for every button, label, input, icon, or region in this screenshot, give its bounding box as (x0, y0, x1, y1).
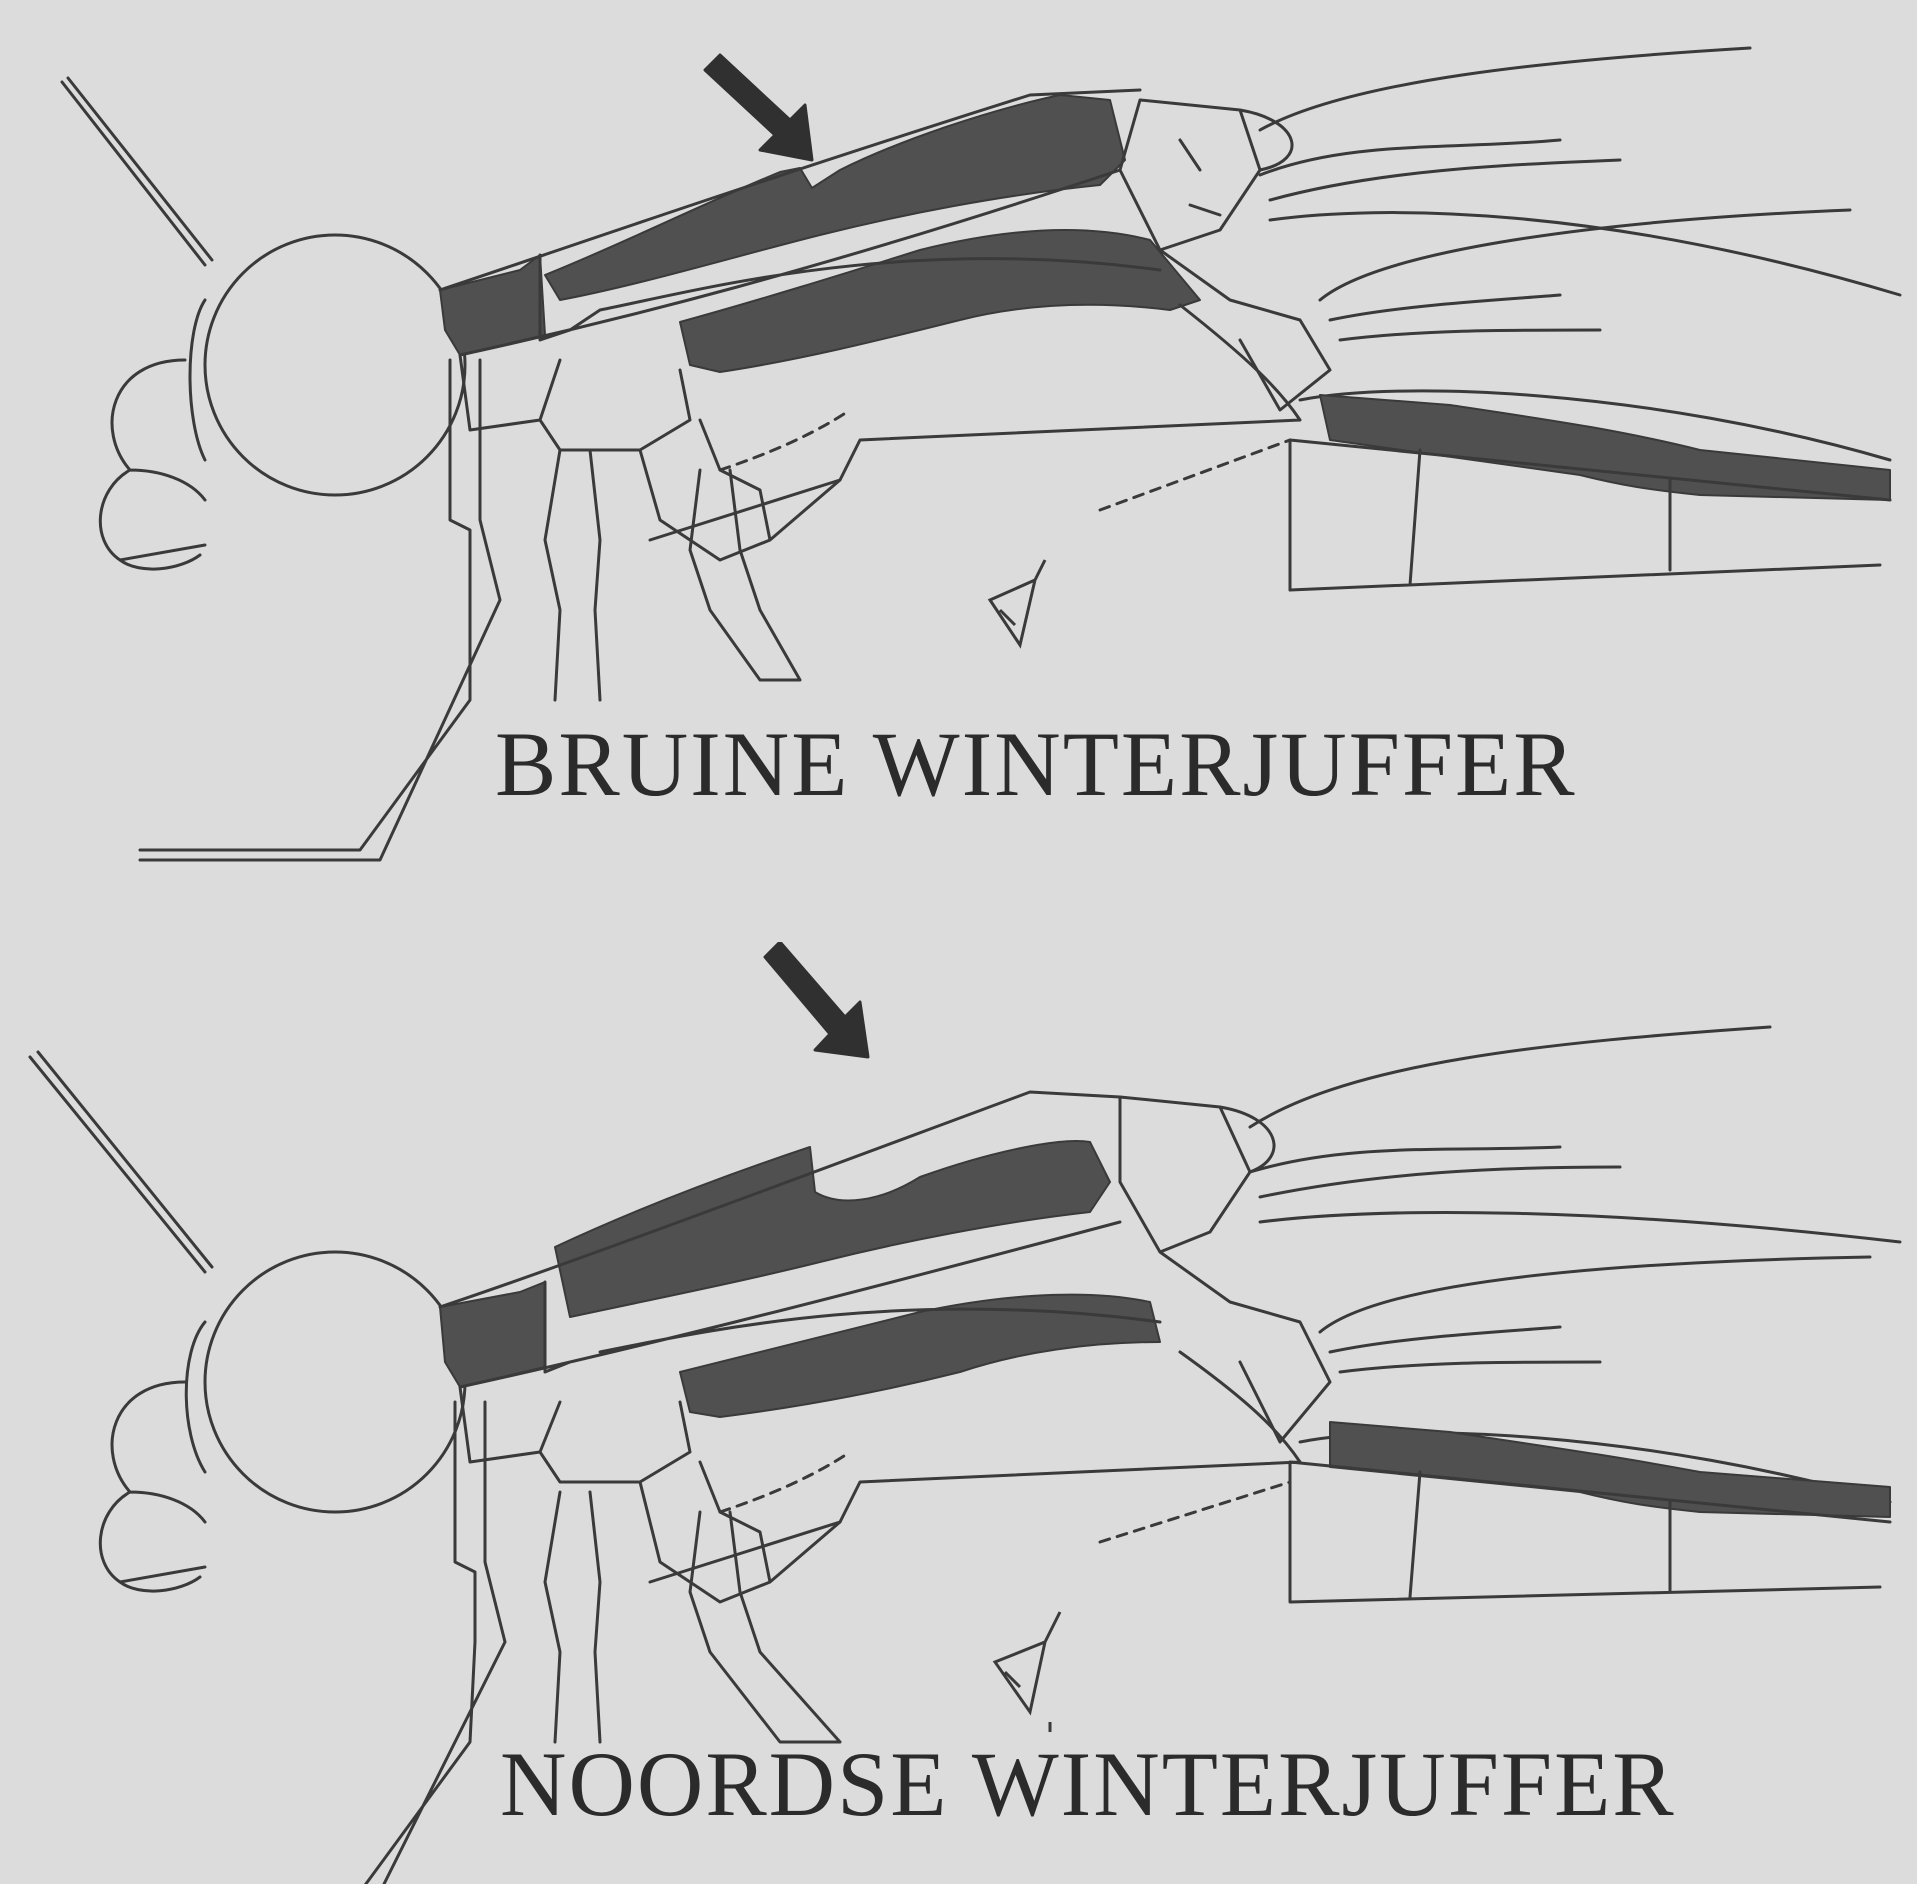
caption-bottom: NOORDSE WINTERJUFFER (500, 1738, 1676, 1830)
figure-bruine-winterjuffer: BRUINE WINTERJUFFER (0, 0, 1917, 942)
figure-noordse-winterjuffer: NOORDSE WINTERJUFFER (0, 942, 1917, 1884)
caption-top: BRUINE WINTERJUFFER (495, 718, 1577, 810)
